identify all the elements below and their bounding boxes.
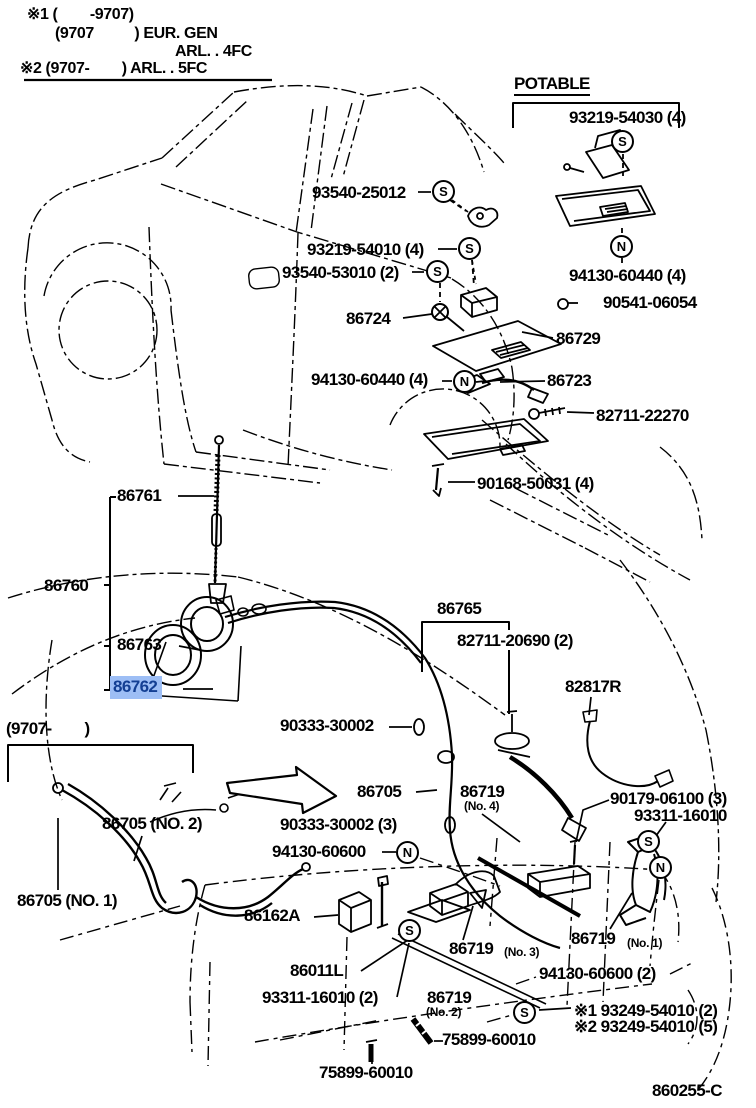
cords-drawing [52,709,674,917]
part-label-86760[interactable]: 86760 [44,576,89,595]
part-label-86761[interactable]: 86761 [117,486,162,505]
part-label-93219-54010[interactable]: 93219-54010 (4) [307,240,424,259]
part-label-93219-54030[interactable]: 93219-54030 (4) [569,108,686,127]
screw-symbol: S [398,919,421,942]
part-label-86705-no1[interactable]: 86705 (NO. 1) [17,891,118,910]
part-sublabel-no1: (No. 1) [627,936,663,950]
part-label-75899-60010-a[interactable]: 75899-60010 [442,1030,536,1049]
part-label-93540-53010[interactable]: 93540-53010 (2) [282,263,399,282]
part-label-86705[interactable]: 86705 [357,782,402,801]
leader-lines [57,191,667,1064]
potable-bracket [512,102,680,128]
part-label-86719-no4[interactable]: 86719 [460,782,505,801]
part-label-94130-60600[interactable]: 94130-60600 [272,842,366,861]
part-label-94130-60440-potable[interactable]: 94130-60440 (4) [569,266,686,285]
legend-line-3: ARL. . 4FC [175,43,252,60]
screw-symbol: S [637,830,660,853]
part-label-86762-highlighted[interactable]: 86762 [110,676,163,699]
part-label-90333-30002[interactable]: 90333-30002 [280,716,374,735]
screw-symbol: S [432,180,455,203]
part-label-86724[interactable]: 86724 [346,309,391,328]
screw-symbol: S [513,1001,536,1024]
part-label-86729[interactable]: 86729 [556,329,601,348]
part-label-90179-06100[interactable]: 90179-06100 (3) [610,789,727,808]
part-label-90333-30002-3[interactable]: 90333-30002 (3) [280,815,397,834]
nut-symbol: N [453,370,476,393]
rear-body-outline [59,837,732,1093]
part-label-82711-22270[interactable]: 82711-22270 [596,406,689,425]
diagram-code: 860255-C [652,1081,722,1100]
legend-line-4: ※2 (9707- ) ARL. . 5FC [20,60,208,77]
part-label-86723[interactable]: 86723 [547,371,592,390]
part-label-90168-50031[interactable]: 90168-50031 (4) [477,474,594,493]
roof-parts-drawing [423,199,578,497]
antenna-mast-drawing [208,435,227,604]
part-label-93249-54010-1[interactable]: ※1 93249-54010 (2) [574,1001,718,1020]
part-label-86705-no2[interactable]: 86705 (NO. 2) [102,814,203,833]
part-sublabel-no3: (No. 3) [504,945,540,959]
inset-caption-9707: (9707- ) [6,719,90,738]
part-label-86719-no1[interactable]: 86719 [571,929,616,948]
part-label-94130-60440[interactable]: 94130-60440 (4) [311,370,428,389]
legend-line-2: (9707 ) EUR. GEN [55,25,218,42]
part-label-86162a[interactable]: 86162A [244,906,301,925]
nut-symbol: N [610,235,633,258]
arrow-pointer [225,765,338,815]
car-body-outline [7,84,720,903]
part-label-75899-60010-b[interactable]: 75899-60010 [319,1063,413,1082]
screw-symbol: S [611,130,634,153]
part-label-93249-54010-2[interactable]: ※2 93249-54010 (5) [574,1017,718,1036]
nut-symbol: N [649,856,672,879]
trunk-parts-drawing [338,835,667,1062]
antenna-cable-drawing [224,600,561,950]
part-label-82711-20690[interactable]: 82711-20690 (2) [457,631,573,650]
part-label-90541-06054[interactable]: 90541-06054 [603,293,697,312]
part-sublabel-no2: (No. 2) [426,1005,462,1019]
part-label-94130-60600-2[interactable]: 94130-60600 (2) [539,964,656,983]
screw-symbol: S [426,260,449,283]
potable-section-drawing [555,129,656,266]
part-label-86763[interactable]: 86763 [117,635,162,654]
part-sublabel-no4: (No. 4) [464,799,500,813]
part-label-93311-16010[interactable]: 93311-16010 [634,806,727,825]
part-label-93540-25012[interactable]: 93540-25012 [312,183,406,202]
nut-symbol: N [396,841,419,864]
potable-section-title: POTABLE [514,75,590,96]
legend-line-1: ※1 ( -9707) [27,6,134,23]
part-label-86719-no3[interactable]: 86719 [449,939,494,958]
part-label-93311-16010-2[interactable]: 93311-16010 (2) [262,988,378,1007]
screw-symbol: S [458,237,481,260]
antenna-base-drawing [144,595,242,702]
part-label-86011l[interactable]: 86011L [290,961,344,980]
part-label-86765[interactable]: 86765 [437,599,482,618]
label-brackets [7,496,510,782]
part-label-82817r[interactable]: 82817R [565,677,622,696]
part-label-86719-no2[interactable]: 86719 [427,988,472,1007]
